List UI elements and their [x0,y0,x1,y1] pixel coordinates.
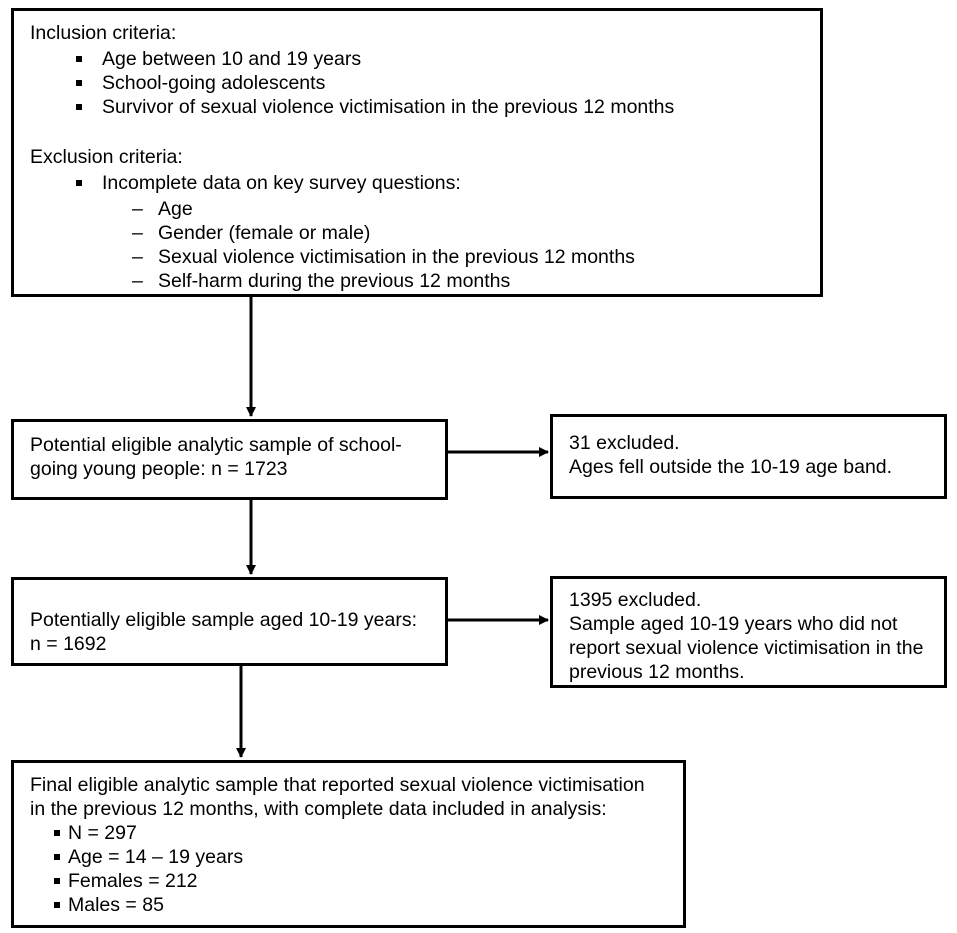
exclusion-sublist: Age Gender (female or male) Sexual viole… [30,197,808,293]
excluded-no-violence-line: previous 12 months. [569,661,745,683]
inclusion-item: Age between 10 and 19 years [76,47,808,71]
eligible-sample-line: Potentially eligible sample aged 10-19 y… [30,609,417,631]
exclusion-subitem: Age [132,197,808,221]
final-sample-line: Final eligible analytic sample that repo… [30,774,645,796]
excluded-no-violence-box: 1395 excluded. Sample aged 10-19 years w… [550,576,947,688]
excluded-no-violence-line: report sexual violence victimisation in … [569,637,924,659]
final-sample-item: Females = 212 [54,869,673,893]
eligible-sample-box: Potentially eligible sample aged 10-19 y… [11,577,448,666]
excluded-age-box: 31 excluded. Ages fell outside the 10-19… [550,414,947,499]
final-sample-item: Males = 85 [54,893,673,917]
exclusion-item: Incomplete data on key survey questions: [76,171,808,195]
potential-sample-line: going young people: n = 1723 [30,458,288,480]
inclusion-item: School-going adolescents [76,71,808,95]
inclusion-list: Age between 10 and 19 years School-going… [30,47,808,119]
potential-sample-line: Potential eligible analytic sample of sc… [30,434,402,456]
exclusion-subitem: Gender (female or male) [132,221,808,245]
final-sample-box: Final eligible analytic sample that repo… [11,760,686,928]
criteria-box: Inclusion criteria: Age between 10 and 1… [11,8,823,297]
excluded-no-violence-line: Sample aged 10-19 years who did not [569,613,898,635]
excluded-age-line: Ages fell outside the 10-19 age band. [569,456,893,478]
inclusion-item: Survivor of sexual violence victimisatio… [76,95,808,119]
eligible-sample-line: n = 1692 [30,633,107,655]
final-sample-list: N = 297 Age = 14 – 19 years Females = 21… [30,821,673,917]
final-sample-line: in the previous 12 months, with complete… [30,798,607,820]
exclusion-heading: Exclusion criteria: [30,146,183,168]
exclusion-subitem: Sexual violence victimisation in the pre… [132,245,808,269]
potential-sample-box: Potential eligible analytic sample of sc… [11,419,448,500]
excluded-age-line: 31 excluded. [569,432,680,454]
exclusion-subitem: Self-harm during the previous 12 months [132,269,808,293]
final-sample-item: N = 297 [54,821,673,845]
excluded-no-violence-line: 1395 excluded. [569,589,702,611]
exclusion-list: Incomplete data on key survey questions: [30,171,808,195]
final-sample-item: Age = 14 – 19 years [54,845,673,869]
inclusion-heading: Inclusion criteria: [30,22,177,44]
